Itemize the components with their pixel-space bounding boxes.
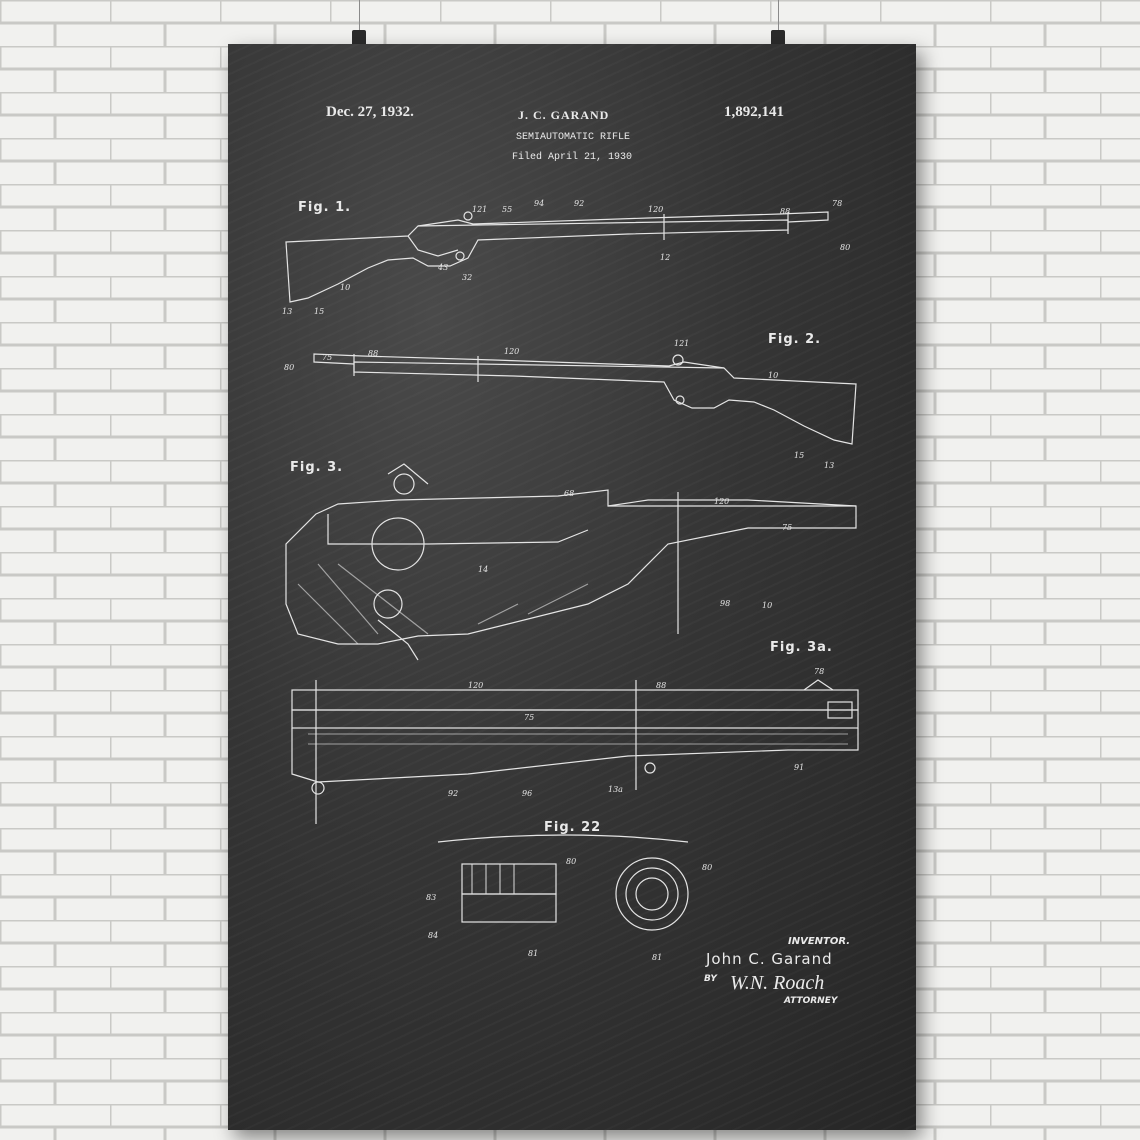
svg-text:92: 92 (448, 789, 458, 798)
svg-text:121: 121 (674, 339, 689, 348)
patent-poster: Dec. 27, 1932. J. C. GARAND 1,892,141 SE… (228, 44, 916, 1130)
svg-text:91: 91 (794, 763, 804, 772)
svg-text:120: 120 (648, 205, 663, 214)
svg-text:88: 88 (780, 207, 790, 216)
patent-title: SEMIAUTOMATIC RIFLE (516, 132, 631, 143)
by-label: BY (704, 974, 717, 984)
svg-text:68: 68 (564, 489, 574, 498)
svg-text:32: 32 (462, 273, 472, 282)
svg-text:80: 80 (702, 863, 712, 872)
svg-text:81: 81 (652, 953, 662, 962)
svg-text:10: 10 (762, 601, 772, 610)
svg-text:12: 12 (660, 253, 670, 262)
svg-text:75: 75 (782, 523, 792, 532)
svg-text:13: 13 (824, 461, 834, 470)
svg-text:120: 120 (504, 347, 519, 356)
svg-text:75: 75 (524, 713, 534, 722)
fig-22-label: Fig. 22 (544, 820, 602, 835)
patent-inventor-header: J. C. GARAND (518, 108, 610, 122)
inventor-label: INVENTOR. (788, 936, 851, 947)
svg-text:10: 10 (340, 283, 350, 292)
binder-clip-left (352, 30, 366, 48)
svg-text:15: 15 (314, 307, 324, 316)
svg-text:81: 81 (528, 949, 538, 958)
inventor-name: John C. Garand (706, 950, 833, 968)
svg-text:83: 83 (426, 893, 436, 902)
fig-3a-label: Fig. 3a. (770, 640, 833, 655)
svg-text:55: 55 (502, 205, 512, 214)
fig-22-muzzle-drawing (437, 834, 689, 931)
svg-text:78: 78 (814, 667, 824, 676)
svg-text:15: 15 (794, 451, 804, 460)
svg-text:96: 96 (522, 789, 532, 798)
svg-text:98: 98 (720, 599, 730, 608)
attorney-signature: W.N. Roach (730, 972, 825, 994)
svg-text:94: 94 (534, 199, 544, 208)
svg-text:13: 13 (282, 307, 292, 316)
svg-text:80: 80 (566, 857, 576, 866)
svg-text:10: 10 (768, 371, 778, 380)
patent-date: Dec. 27, 1932. (326, 104, 414, 120)
fig-3-label: Fig. 3. (290, 460, 344, 475)
attorney-label: ATTORNEY (784, 996, 838, 1006)
svg-text:75: 75 (322, 353, 332, 362)
svg-text:80: 80 (840, 243, 850, 252)
fig-1-label: Fig. 1. (298, 200, 352, 215)
patent-filed-date: Filed April 21, 1930 (512, 152, 633, 163)
svg-text:78: 78 (832, 199, 842, 208)
reference-numerals: 121 55 94 92 120 88 78 80 43 32 10 13 15 12 80 7… (282, 199, 850, 962)
svg-text:14: 14 (478, 565, 488, 574)
fig-1-rifle-drawing (285, 211, 829, 303)
svg-text:120: 120 (714, 497, 729, 506)
svg-text:84: 84 (428, 931, 438, 940)
binder-clip-right (771, 30, 785, 48)
hanging-wire-left (359, 0, 360, 30)
fig-2-label: Fig. 2. (768, 332, 822, 347)
fig-2-rifle-drawing (313, 353, 857, 445)
hanging-wire-right (778, 0, 779, 30)
svg-text:43: 43 (437, 263, 448, 272)
fig-3a-barrel-drawing (291, 679, 859, 824)
svg-text:92: 92 (574, 199, 584, 208)
svg-text:88: 88 (656, 681, 666, 690)
svg-text:121: 121 (472, 205, 487, 214)
chalkboard-texture (228, 44, 916, 1130)
patent-drawings: 121 55 94 92 120 88 78 80 43 32 10 13 15 12 80 7… (282, 199, 859, 962)
fig-3-receiver-drawing (285, 463, 857, 661)
svg-text:13a: 13a (608, 785, 623, 794)
svg-text:80: 80 (284, 363, 294, 372)
svg-text:88: 88 (368, 349, 378, 358)
patent-number: 1,892,141 (724, 104, 784, 120)
svg-text:120: 120 (468, 681, 483, 690)
